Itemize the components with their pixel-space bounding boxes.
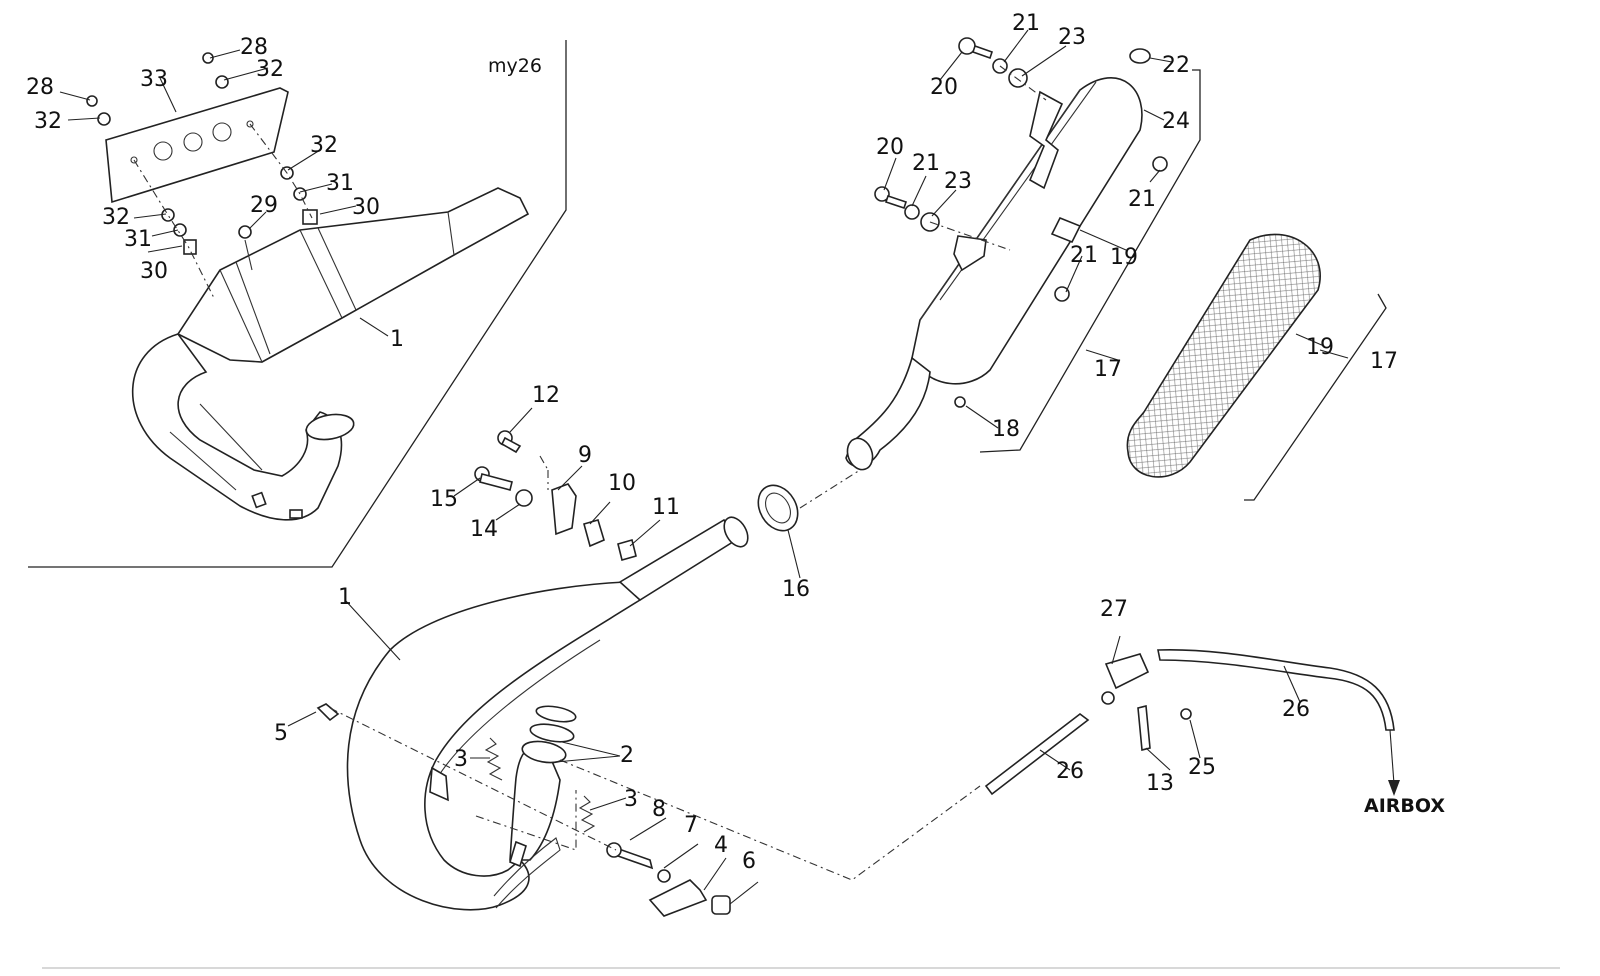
callout-21: 21 [1070,243,1098,268]
callout-numbers: 28 32 33 28 32 32 31 30 32 31 30 29 1 1 … [26,11,1445,874]
inset-heat-shield [105,87,289,204]
callout-1: 1 [338,585,352,610]
callout-32: 32 [102,205,130,230]
silencer-packing [1126,233,1321,478]
callout-30: 30 [140,259,168,284]
callout-29: 29 [250,193,278,218]
callout-18: 18 [992,417,1020,442]
group-brackets [979,69,1387,501]
silencer [845,77,1168,471]
callout-19: 19 [1110,245,1138,270]
callout-8: 8 [652,797,666,822]
callout-15: 15 [430,487,458,512]
callout-16: 16 [782,577,810,602]
callout-24: 24 [1162,109,1190,134]
inset-variant-label: my26 [488,55,542,77]
callout-31: 31 [124,227,152,252]
callout-2: 2 [620,743,634,768]
callout-28: 28 [240,35,268,60]
callout-3: 3 [454,747,468,772]
callout-19: 19 [1306,335,1334,360]
callout-28: 28 [26,75,54,100]
callout-22: 22 [1162,53,1190,78]
callout-25: 25 [1188,755,1216,780]
callout-26: 26 [1056,759,1084,784]
callout-17: 17 [1094,357,1122,382]
callout-11: 11 [652,495,680,520]
breather-hose [984,649,1400,796]
callout-9: 9 [578,443,592,468]
callout-21: 21 [1128,187,1156,212]
callout-12: 12 [532,383,560,408]
callout-31: 31 [326,171,354,196]
callout-14: 14 [470,517,498,542]
callout-17: 17 [1370,349,1398,374]
inset-frame [28,40,567,568]
callout-30: 30 [352,195,380,220]
callout-27: 27 [1100,597,1128,622]
callout-32: 32 [256,57,284,82]
callout-4: 4 [714,833,728,858]
callout-21: 21 [1012,11,1040,36]
callout-10: 10 [608,471,636,496]
callout-5: 5 [274,721,288,746]
callout-20: 20 [876,135,904,160]
assembly-dash-lines [329,707,981,881]
callout-6: 6 [742,849,756,874]
airbox-label: AIRBOX [1364,795,1445,817]
callout-7: 7 [684,813,698,838]
coupling [757,469,861,532]
callout-26: 26 [1282,697,1310,722]
springs [484,737,596,833]
callout-23: 23 [1058,25,1086,50]
callout-leaders [59,29,1349,905]
callout-32: 32 [310,133,338,158]
callout-23: 23 [944,169,972,194]
middle-hardware [474,430,637,561]
callout-20: 20 [930,75,958,100]
lower-bracket-parts [316,703,731,917]
silencer-hardware [874,37,1151,251]
callout-33: 33 [140,67,168,92]
inset-hardware [86,52,318,301]
callout-32: 32 [34,109,62,134]
callout-3: 3 [624,787,638,812]
inset-exhaust-pipe [131,187,530,521]
callout-13: 13 [1146,771,1174,796]
callout-21: 21 [912,151,940,176]
main-exhaust-pipe [346,516,749,911]
callout-1: 1 [390,327,404,352]
